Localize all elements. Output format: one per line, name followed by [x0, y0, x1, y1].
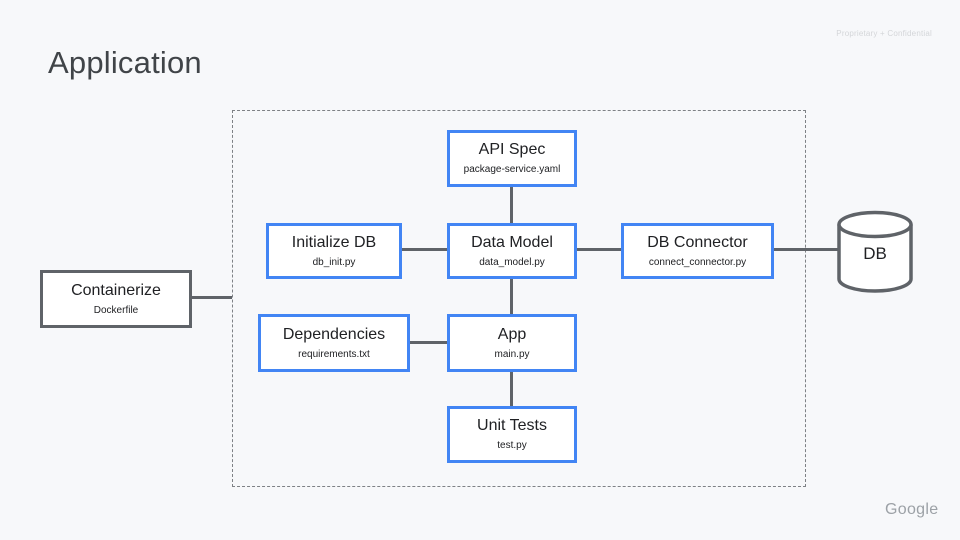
node-filename: test.py: [497, 440, 527, 451]
node-data-model[interactable]: Data Model data_model.py: [447, 223, 577, 279]
node-title: Unit Tests: [477, 417, 547, 434]
node-filename: package-service.yaml: [463, 164, 561, 175]
application-boundary: [232, 110, 806, 487]
database-cylinder-icon[interactable]: [836, 210, 914, 295]
node-containerize[interactable]: Containerize Dockerfile: [40, 270, 192, 328]
node-title: App: [497, 325, 527, 343]
node-dependencies[interactable]: Dependencies requirements.txt: [258, 314, 410, 372]
node-filename: db_init.py: [312, 256, 356, 268]
connector-api-spec-to-data-model: [510, 187, 513, 223]
connector-initialize-db-to-data-model: [402, 248, 447, 251]
connector-data-model-to-db-connector: [577, 248, 621, 251]
node-app[interactable]: App main.py: [447, 314, 577, 372]
watermark-text: Proprietary + Confidential: [836, 29, 932, 38]
connector-containerize-to-boundary: [192, 296, 232, 299]
node-filename: Dockerfile: [93, 304, 139, 316]
node-initialize-db[interactable]: Initialize DB db_init.py: [266, 223, 402, 279]
node-unit-tests[interactable]: Unit Tests test.py: [447, 406, 577, 463]
node-filename: requirements.txt: [298, 348, 370, 360]
node-title: Initialize DB: [291, 233, 377, 251]
node-title: Containerize: [71, 281, 161, 299]
node-title: API Spec: [478, 141, 546, 158]
node-filename: connect_connector.py: [648, 256, 747, 268]
node-filename: data_model.py: [479, 256, 545, 268]
connector-db-connector-to-db: [774, 248, 838, 251]
slide-title: Application: [48, 45, 202, 80]
node-api-spec[interactable]: API Spec package-service.yaml: [447, 130, 577, 187]
node-filename: main.py: [494, 348, 530, 360]
google-logo: Google: [885, 501, 939, 518]
node-title: DB Connector: [647, 233, 748, 251]
node-db-connector[interactable]: DB Connector connect_connector.py: [621, 223, 774, 279]
connector-data-model-to-app: [510, 279, 513, 314]
connector-dependencies-to-app: [410, 341, 447, 344]
node-title: Data Model: [471, 233, 553, 251]
connector-app-to-unit-tests: [510, 372, 513, 406]
database-label: DB: [863, 244, 887, 263]
node-title: Dependencies: [282, 325, 386, 343]
